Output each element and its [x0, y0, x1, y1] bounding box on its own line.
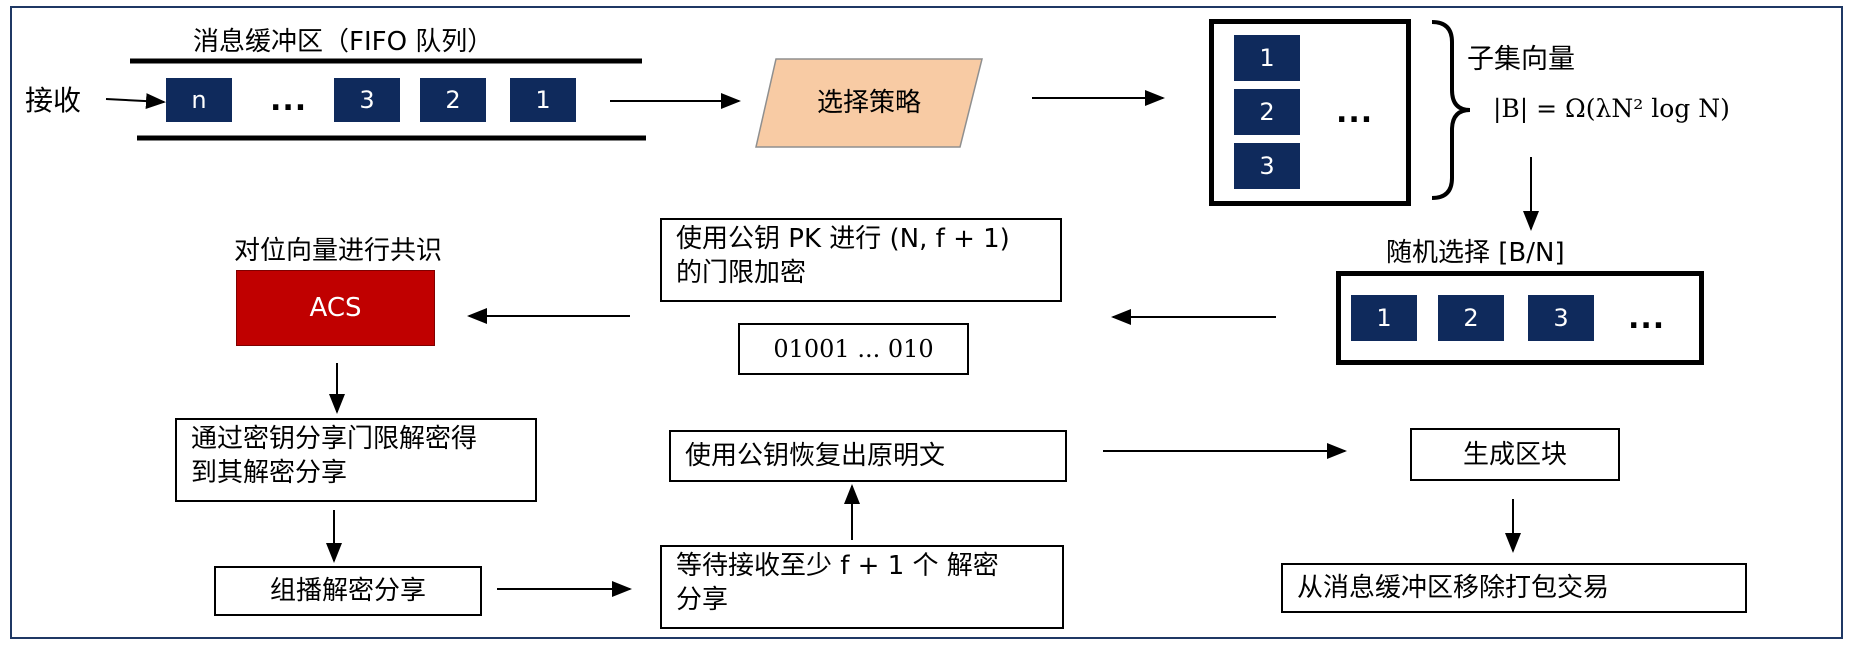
remove-box: 从消息缓冲区移除打包交易: [1281, 563, 1747, 613]
buffer-item-3: 3: [334, 78, 400, 122]
decrypt-share-line2: 到其解密分享: [191, 458, 348, 488]
random-item-3: 3: [1528, 295, 1594, 341]
subset-ellipsis: ...: [1336, 95, 1374, 130]
strategy-label: 选择策略: [816, 88, 921, 118]
encrypt-box: 使用公钥 PK 进行 (N, f + 1) 的门限加密: [660, 218, 1062, 302]
subset-brace: [1431, 20, 1471, 200]
buffer-item-1: 1: [510, 78, 576, 122]
encrypt-line2: 的门限加密: [676, 258, 807, 288]
wait-box: 等待接收至少 f + 1 个 解密 分享: [660, 545, 1064, 629]
multicast-box: 组播解密分享: [214, 566, 482, 616]
receive-label: 接收: [25, 84, 82, 117]
diagram-frame: [10, 6, 1843, 639]
random-item-2: 2: [1438, 295, 1504, 341]
decrypt-share-line1: 通过密钥分享门限解密得: [191, 424, 478, 454]
wait-line1: 等待接收至少 f + 1 个 解密: [676, 551, 999, 581]
encrypt-line1: 使用公钥 PK 进行 (N, f + 1): [676, 224, 1010, 254]
acs-box: ACS: [236, 270, 435, 346]
strategy-shape: [755, 58, 983, 148]
buffer-ellipsis: ...: [270, 83, 308, 118]
buffer-title: 消息缓冲区（FIFO 队列）: [193, 27, 494, 57]
arrow-receive: [105, 93, 166, 110]
recover-box: 使用公钥恢复出原明文: [669, 430, 1067, 482]
subset-item-3: 3: [1234, 143, 1300, 189]
random-item-1: 1: [1351, 295, 1417, 341]
subset-item-2: 2: [1234, 89, 1300, 135]
acs-caption: 对位向量进行共识: [234, 236, 443, 266]
subset-item-1: 1: [1234, 35, 1300, 81]
block-box: 生成区块: [1410, 428, 1620, 481]
decrypt-share-box: 通过密钥分享门限解密得 到其解密分享: [175, 418, 537, 502]
subset-formula: |B| = Ω(λN² log N): [1493, 94, 1730, 123]
ciphertext-box: 01001 ... 010: [738, 323, 969, 375]
random-select-label: 随机选择 [B/N]: [1386, 238, 1565, 268]
wait-line2: 分享: [676, 585, 729, 615]
random-ellipsis: ...: [1628, 301, 1666, 336]
buffer-item-2: 2: [420, 78, 486, 122]
subset-title: 子集向量: [1467, 44, 1575, 75]
buffer-item-n: n: [166, 78, 232, 122]
